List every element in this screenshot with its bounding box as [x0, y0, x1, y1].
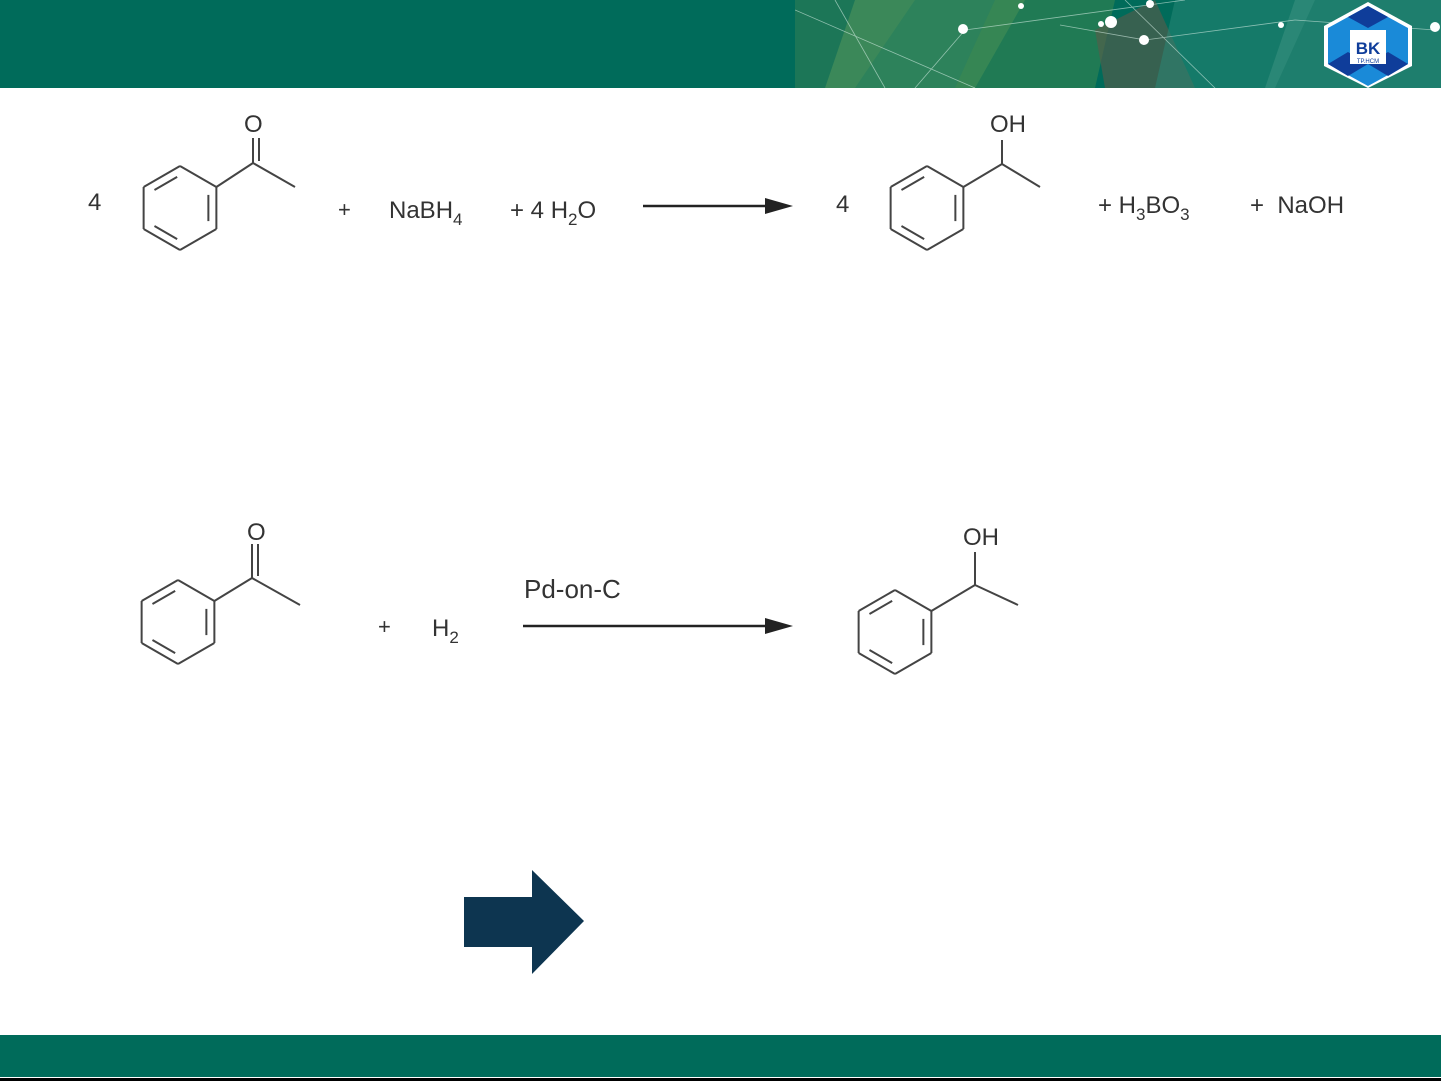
r2-hydrogen: H2: [432, 615, 459, 647]
r1-phenylethanol: [889, 140, 1041, 251]
r2-phenylethanol: [857, 552, 1019, 675]
r1-coefficient-reactant: 4: [88, 189, 101, 216]
r1-boric-acid: + H3BO3: [1098, 192, 1190, 224]
reaction-schemes: 4 O + NaBH4 + 4 H2O 4 OH + H3BO3 + NaOH …: [88, 111, 1344, 974]
r1-plus: +: [338, 197, 351, 222]
logo-subtext: TP.HCM: [1357, 59, 1379, 65]
r1-alcohol-oh: OH: [990, 111, 1026, 138]
university-logo: BK TP.HCM: [1324, 2, 1412, 88]
right-arrow-icon: [464, 870, 584, 974]
slide-footer: [0, 1035, 1441, 1077]
r1-water: + 4 H2O: [510, 197, 596, 229]
r1-sodium-hydroxide: + NaOH: [1250, 192, 1344, 219]
r1-acetophenone: [142, 138, 296, 251]
r2-acetophenone: [140, 544, 301, 665]
slide-header: BK TP.HCM: [0, 0, 1441, 88]
footer-line: [0, 1078, 1441, 1081]
r2-plus: +: [378, 614, 391, 639]
r1-coefficient-product: 4: [836, 191, 849, 218]
r1-reducing-agent: NaBH4: [389, 197, 463, 229]
r2-ketone-oxygen: O: [247, 519, 266, 546]
r2-catalyst-label: Pd-on-C: [524, 574, 621, 604]
logo-text: BK: [1356, 39, 1381, 58]
r1-ketone-oxygen: O: [244, 111, 263, 138]
r2-alcohol-oh: OH: [963, 524, 999, 551]
